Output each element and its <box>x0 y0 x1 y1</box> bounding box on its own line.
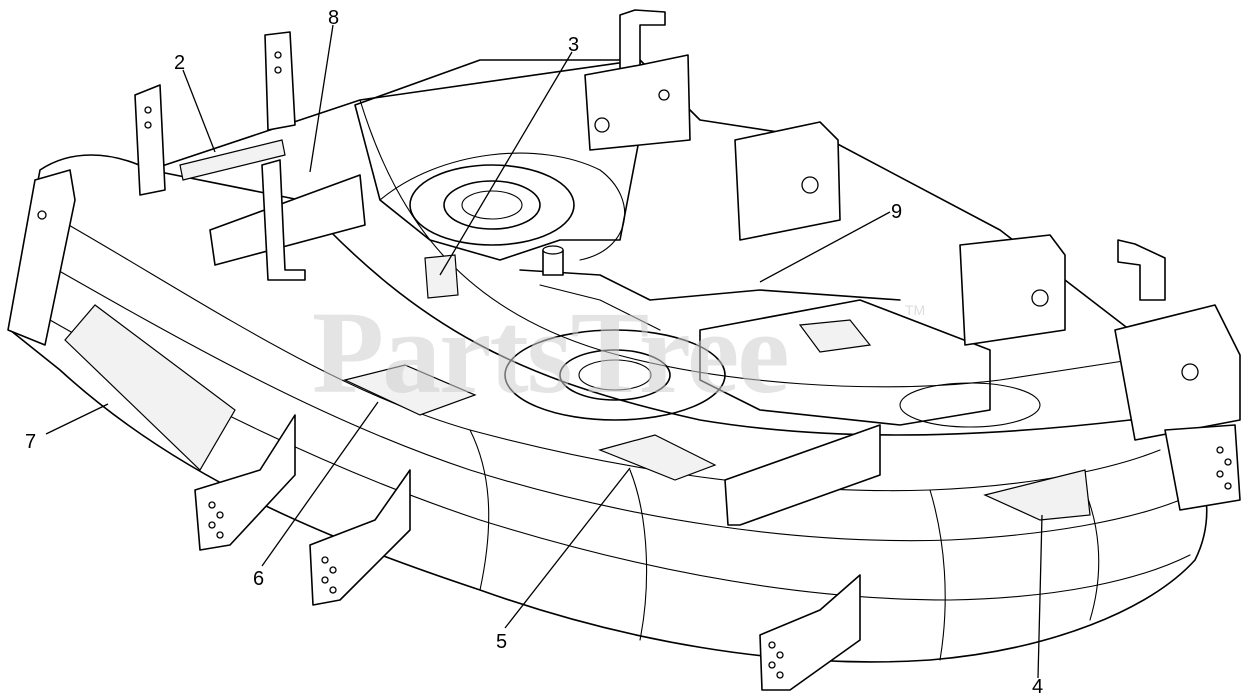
deck-shell <box>9 59 1208 663</box>
watermark: PartsTree TM <box>312 287 925 418</box>
callout-2: 2 <box>174 52 185 74</box>
leader-7 <box>45 403 109 435</box>
decal-part-7 <box>64 304 236 471</box>
leader-2 <box>182 69 216 153</box>
callout-7: 7 <box>25 431 36 453</box>
callout-5: 5 <box>496 631 507 653</box>
brackets <box>7 9 1241 691</box>
decal-part-6 <box>343 364 477 416</box>
watermark-text: PartsTree <box>312 287 788 418</box>
leader-lines <box>45 24 1043 679</box>
callout-8: 8 <box>328 7 339 29</box>
decal-part-5 <box>598 434 717 481</box>
leader-6 <box>261 401 379 567</box>
decal-part-9 <box>798 319 872 353</box>
callout-9: 9 <box>891 201 902 223</box>
callout-6: 6 <box>253 568 264 590</box>
callout-labels: 2 3 4 5 6 7 8 9 <box>25 7 1043 694</box>
leader-5 <box>504 467 631 629</box>
leader-9 <box>759 211 891 283</box>
callout-4: 4 <box>1032 676 1043 694</box>
leader-3 <box>439 51 573 276</box>
decal-part-2 <box>179 139 286 181</box>
decals <box>64 139 1091 521</box>
leader-8 <box>309 24 334 173</box>
decal-part-3 <box>424 254 459 299</box>
decal-part-4 <box>983 469 1091 521</box>
leader-4 <box>1037 514 1043 679</box>
callout-3: 3 <box>568 34 579 56</box>
watermark-trademark: TM <box>905 302 925 318</box>
